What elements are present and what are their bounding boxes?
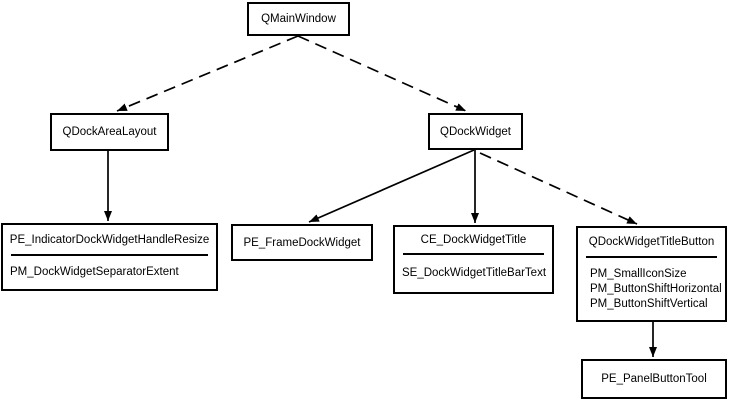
node-pe-panelbuttontool: PE_PanelButtonTool [581,359,727,399]
node-title: PE_IndicatorDockWidgetHandleResize [9,233,210,246]
node-title: PE_FrameDockWidget [243,236,361,249]
node-qmainwindow: QMainWindow [247,2,350,36]
node-fields: SE_DockWidgetTitleBarText [395,255,552,292]
node-field: SE_DockWidgetTitleBarText [402,267,547,279]
node-title: PE_PanelButtonTool [601,373,707,385]
node-field: PM_ButtonShiftHorizontal [590,282,722,295]
edge-qdockwidget-qdockwidgettitlebutton [479,152,638,225]
node-field: PM_ButtonShiftVertical [590,297,708,310]
separator [586,256,717,258]
edge-qmainwindow-qdockarealayout [116,35,299,112]
edge-qmainwindow-qdockwidget [297,35,467,112]
node-field: PM_DockWidgetSeparatorExtent [10,266,179,278]
node-title: CE_DockWidgetTitle [420,234,527,246]
node-pe-indicatordockwidgethandleresize: PE_IndicatorDockWidgetHandleResize PM_Do… [1,223,218,291]
edge-qdockwidget-pe-framedockwidget [308,149,475,223]
node-ce-dockwidgettitle: CE_DockWidgetTitle SE_DockWidgetTitleBar… [393,225,554,294]
node-fields: PM_SmallIconSize PM_ButtonShiftHorizonta… [578,258,725,320]
separator [11,254,208,256]
separator [403,253,544,255]
node-pe-framedockwidget: PE_FrameDockWidget [231,224,373,261]
node-qdockwidget: QDockWidget [428,113,523,150]
node-fields: PM_DockWidgetSeparatorExtent [3,256,216,289]
node-title: QDockAreaLayout [62,126,157,138]
node-qdockwidgettitlebutton: QDockWidgetTitleButton PM_SmallIconSize … [576,226,727,322]
node-title: QDockWidget [440,125,511,138]
node-qdockarealayout: QDockAreaLayout [50,113,169,151]
node-title: QDockWidgetTitleButton [588,236,715,248]
node-title: QMainWindow [261,13,336,25]
node-field: PM_SmallIconSize [590,267,687,280]
